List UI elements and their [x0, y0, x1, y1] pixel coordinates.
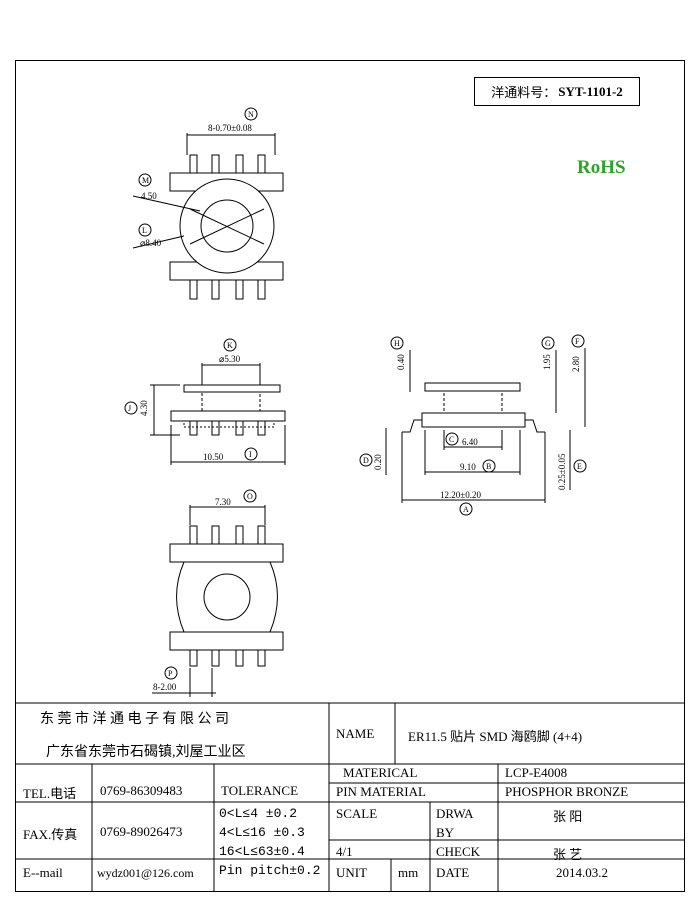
dim-a-value: 12.20±0.20 [440, 490, 481, 500]
dim-b-label: B [486, 462, 491, 471]
dim-o-value: 7.30 [215, 497, 231, 507]
part-number-value: SYT-1101-2 [558, 83, 623, 99]
dim-d-label: D [363, 456, 369, 465]
dim-a-label: A [463, 505, 469, 514]
dim-o-label: O [247, 492, 253, 501]
dim-g-value: 1.95 [542, 354, 552, 370]
tel-label: TEL.电话 [23, 786, 77, 801]
part-number-label: 洋通料号： [491, 85, 557, 100]
dim-m-value: 4.50 [141, 191, 157, 201]
company-address: 广东省东莞市石碣镇,刘屋工业区 [46, 745, 246, 760]
dim-j-label: J [128, 404, 131, 413]
top-view: 8-0.70±0.08 N M 4.50 L ⌀8.40 [132, 107, 284, 300]
scale-label: SCALE [336, 806, 378, 821]
side-view: H 0.40 G 1.95 F 2.80 C 6.40 9.10 B 12.20… [359, 334, 587, 516]
unit-value: mm [398, 865, 419, 880]
check-label: CHECK [436, 844, 481, 859]
bottom-view: 7.30 O P 8-2.00 [152, 489, 284, 697]
material-value: LCP-E4008 [505, 765, 568, 780]
drwa-label-1: DRWA [436, 806, 474, 821]
tolerance-label: TOLERANCE [221, 783, 299, 798]
dim-l-label: L [142, 226, 147, 235]
unit-label: UNIT [336, 865, 368, 880]
dim-e-label: E [577, 462, 582, 471]
tolerance-row-3: 16<L≤63±0.4 [219, 844, 305, 859]
dim-n-value: 8-0.70±0.08 [208, 123, 252, 133]
dim-p-value: 8-2.00 [153, 682, 177, 692]
title-block-grid [15, 702, 685, 892]
date-value: 2014.03.2 [556, 865, 608, 880]
dim-m-label: M [142, 176, 149, 185]
dim-c-value: 6.40 [462, 437, 478, 447]
dim-f-value: 2.80 [571, 356, 581, 372]
drwa-value: 张 阳 [553, 809, 583, 824]
fax-value: 0769-89026473 [100, 824, 183, 839]
drawing-sheet [15, 60, 685, 892]
part-number-box: 洋通料号： SYT-1101-2 [474, 77, 640, 106]
dim-l-value: ⌀8.40 [140, 238, 162, 248]
dim-h-label: H [394, 339, 400, 348]
date-label: DATE [436, 865, 470, 880]
name-value: ER11.5 贴片 SMD 海鸥脚 (4+4) [408, 729, 583, 744]
dim-h-value: 0.40 [396, 354, 406, 370]
tolerance-row-1: 0<L≤4 ±0.2 [219, 806, 298, 821]
dim-c-label: C [449, 435, 454, 444]
scale-value: 4/1 [336, 844, 353, 859]
tolerance-row-4: Pin pitch±0.2 [219, 863, 321, 878]
dim-b-value: 9.10 [460, 462, 476, 472]
company-name: 东 莞 市 洋 通 电 子 有 限 公 司 [40, 712, 229, 727]
fax-label: FAX.传真 [23, 827, 78, 842]
pin-material-value: PHOSPHOR BRONZE [505, 784, 629, 799]
dim-i-label: I [249, 450, 252, 459]
front-view: K ⌀5.30 4.30 J 10.50 I [124, 338, 286, 465]
dim-i-value: 10.50 [203, 452, 224, 462]
dim-e-value: 0.25±0.05 [557, 453, 567, 490]
tel-value: 0769-86309483 [100, 783, 183, 798]
dim-j-value: 4.30 [139, 400, 149, 416]
dim-n-label: N [248, 110, 254, 119]
rohs-mark: RoHS [577, 157, 626, 178]
dim-f-label: F [575, 337, 580, 346]
tolerance-row-2: 4<L≤16 ±0.3 [219, 825, 305, 840]
dim-d-value: 0.20 [373, 454, 383, 470]
email-value: wydz001@126.com [97, 866, 194, 880]
pin-material-label: PIN MATERIAL [336, 784, 426, 799]
dim-k-label: K [227, 341, 233, 350]
dim-k-value: ⌀5.30 [219, 354, 241, 364]
check-value: 张 艺 [553, 847, 583, 862]
dim-p-label: P [168, 669, 173, 678]
material-label: MATERICAL [343, 765, 418, 780]
email-label: E--mail [23, 865, 63, 880]
name-label: NAME [336, 726, 375, 741]
drwa-label-2: BY [436, 825, 455, 840]
dim-g-label: G [545, 339, 551, 348]
